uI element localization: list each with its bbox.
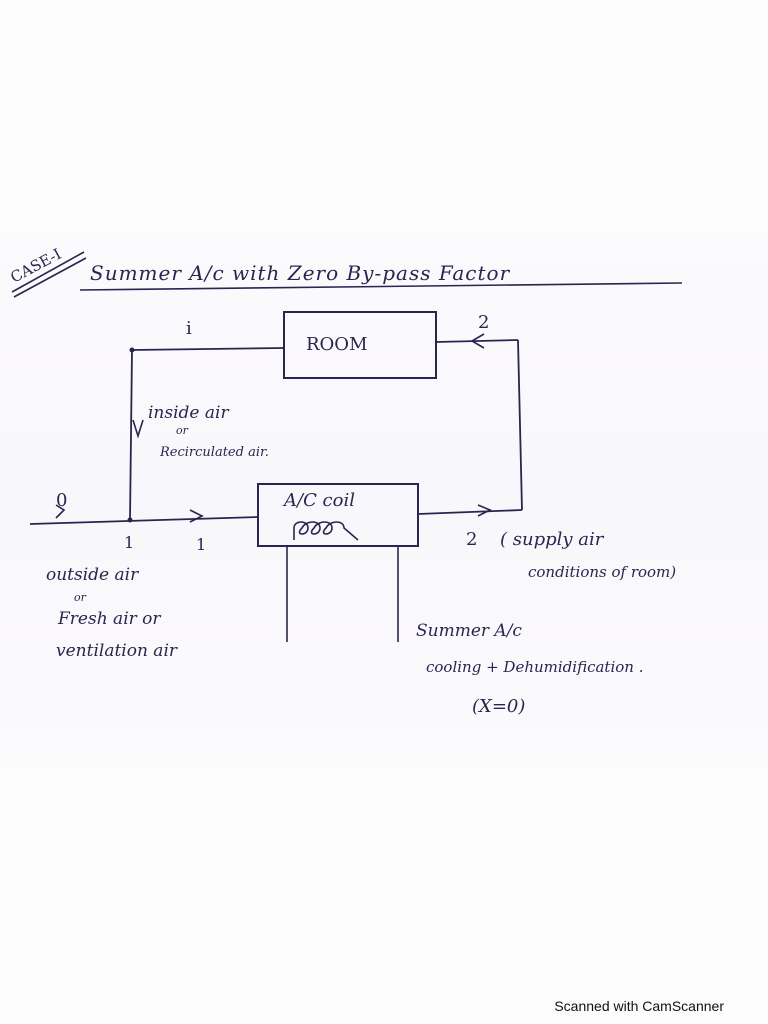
recirculated-note: inside air or Recirculated air. <box>148 403 269 460</box>
svg-text:or: or <box>176 424 189 437</box>
case-label-text: CASE-I <box>7 245 64 287</box>
paper-bleed-through <box>0 232 768 762</box>
point-coil-inlet: 1 <box>196 535 206 554</box>
point-mix: 1 <box>124 533 134 552</box>
coil-box <box>257 483 419 547</box>
supply-riser <box>517 339 523 511</box>
point-coil-outlet: 2 <box>466 529 477 550</box>
scanner-watermark: Scanned with CamScanner <box>554 998 724 1014</box>
svg-text:conditions of room): conditions of room) <box>528 563 676 581</box>
svg-text:or: or <box>74 591 87 604</box>
outside-air-line <box>29 516 259 525</box>
outside-air-note: outside air or Fresh air or ventilation … <box>46 565 178 661</box>
room-inlet-arrow <box>470 333 485 349</box>
svg-text:Recirculated air.: Recirculated air. <box>159 445 269 460</box>
summer-ac-note: Summer A/c cooling + Dehumidification . … <box>416 621 643 717</box>
supply-line <box>417 509 523 515</box>
svg-text:( supply air: ( supply air <box>500 529 605 550</box>
page-title: Summer A/c with Zero By-pass Factor <box>90 261 511 285</box>
coil-label: A/C coil <box>282 490 355 511</box>
svg-text:cooling + Dehumidification .: cooling + Dehumidification . <box>426 658 643 676</box>
supply-air-note: ( supply air conditions of room) <box>500 529 676 581</box>
svg-text:(X=0): (X=0) <box>472 696 525 717</box>
room-box <box>283 311 437 379</box>
room-label: ROOM <box>306 334 368 355</box>
svg-text:outside air: outside air <box>46 565 139 585</box>
svg-text:ventilation air: ventilation air <box>56 641 178 661</box>
point-i: i <box>186 318 192 339</box>
svg-text:inside air: inside air <box>148 403 229 423</box>
point-outside: 0 <box>56 490 67 511</box>
recirculation-line <box>129 349 133 521</box>
point-room-supply: 2 <box>478 312 489 333</box>
coil-icon <box>293 521 359 541</box>
title-underline <box>79 282 683 291</box>
svg-text:Summer A/c: Summer A/c <box>416 621 522 641</box>
svg-text:Fresh air or: Fresh air or <box>57 609 161 629</box>
recirculation-arrow <box>132 419 144 439</box>
case-label: CASE-I <box>7 245 87 298</box>
